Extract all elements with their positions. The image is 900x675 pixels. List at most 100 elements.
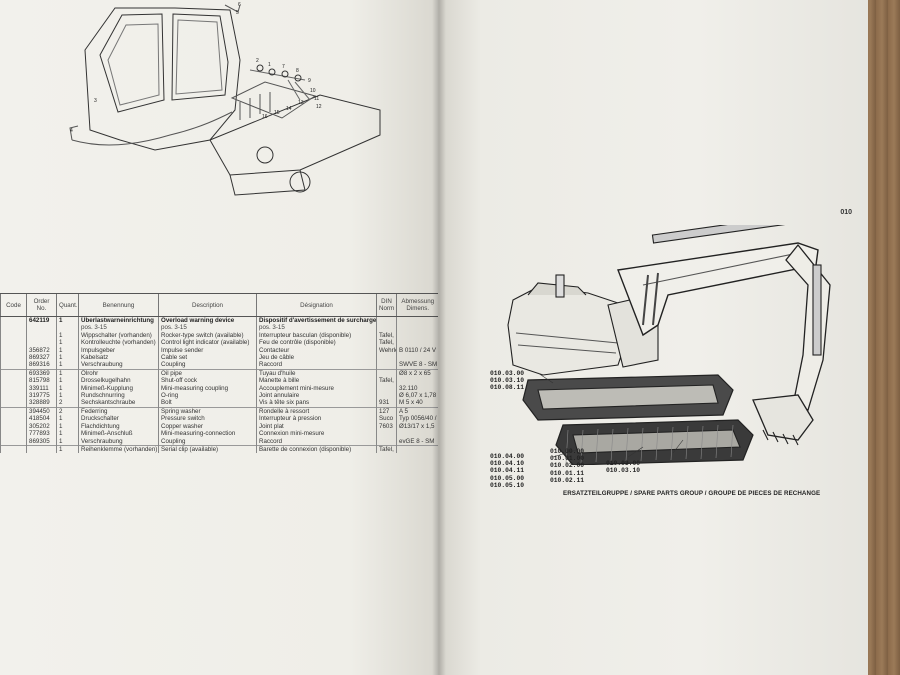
group-codes-top: 010.03.00 010.03.10 010.08.11 <box>490 370 524 392</box>
cell-code <box>0 346 27 355</box>
left-page: 6 5 4 3 2 1 7 8 9 10 11 12 13 14 15 16 C… <box>0 0 438 675</box>
cell-en: Coupling <box>158 437 257 446</box>
cell-code <box>0 444 27 454</box>
cell-din: 127 <box>376 406 397 416</box>
cell-order: 394450 <box>26 406 57 416</box>
group-code: 010.03.10 <box>606 467 641 475</box>
cell-en: Rocker-type switch (available) <box>158 331 257 340</box>
callout-label: 4 <box>70 128 73 134</box>
header-abmessung: Abmessung Dimens. <box>396 293 438 317</box>
cell-order: 339111 <box>26 384 57 393</box>
parts-table: Code Order No. Quant. Benennung Descript… <box>0 293 438 454</box>
group-codes-col3: 010.03.00 010.03.10 <box>606 460 640 474</box>
cell-qty <box>56 324 79 332</box>
cell-en: Serial clip (available) <box>158 444 257 454</box>
cell-qty: 1 <box>56 392 79 400</box>
cell-de: Reihenklemme (vorhanden) <box>78 444 159 454</box>
cell-fr: Dispositif d'avertissement de surcharge <box>256 316 377 325</box>
group-code: 010.00.00 <box>550 448 585 455</box>
group-code: 010.02.00 <box>550 462 585 470</box>
cell-din: 7603 <box>376 422 397 431</box>
cell-qty: 2 <box>56 399 79 408</box>
cell-code <box>0 430 27 438</box>
header-designation: Désignation <box>256 293 377 317</box>
cell-qty: 1 <box>56 437 79 446</box>
cell-din <box>376 361 397 370</box>
group-codes-col1: 010.04.00 010.04.10 010.04.11 010.05.00 … <box>490 453 524 489</box>
right-page: 010 <box>438 0 868 675</box>
cell-order: 642119 <box>26 316 57 325</box>
cell-din <box>376 316 397 325</box>
callout-label: 2 <box>256 58 259 64</box>
cell-en: Impulse sender <box>158 346 257 355</box>
group-code: 010.04.11 <box>490 467 525 475</box>
cell-din: Tafel, Figure, Planche 000.05.01 <box>376 331 397 340</box>
cell-fr: Joint annulaire <box>256 392 377 400</box>
cell-order <box>26 324 57 332</box>
callout-label: 14 <box>286 106 292 112</box>
cell-en: Spring washer <box>158 406 257 416</box>
cell-code <box>0 324 27 332</box>
cell-dim: Ø 6,07 x 1,78 <box>396 392 438 400</box>
group-code: 010.01.11 <box>550 469 585 477</box>
cell-din <box>376 437 397 446</box>
cell-qty: 1 <box>56 331 79 340</box>
callout-label: 10 <box>310 88 316 94</box>
cell-en: Shut-off cock <box>158 377 257 385</box>
callout-label: 7 <box>282 64 285 70</box>
cell-order: 815798 <box>26 377 57 385</box>
cell-dim <box>396 430 438 438</box>
spare-parts-group-title: ERSATZTEILGRUPPE / SPARE PARTS GROUP / G… <box>563 490 821 497</box>
cell-order: 328889 <box>26 399 57 408</box>
cell-dim: SWVE 8 - SM <box>396 361 438 370</box>
cell-din: Tafel, Figure, Planche 000.05.01 <box>376 444 397 454</box>
callout-label: 3 <box>94 98 97 104</box>
cell-order: 305202 <box>26 422 57 431</box>
group-code: 010.02.11 <box>550 476 585 484</box>
cell-de: Drosselkugelhahn <box>78 377 159 385</box>
group-code: 010.08.11 <box>490 384 525 392</box>
cell-dim <box>396 339 438 347</box>
cell-dim: 32.110 <box>396 384 438 393</box>
table-header-row: Code Order No. Quant. Benennung Descript… <box>0 293 438 317</box>
cell-de: Ölrohr <box>78 368 159 378</box>
cell-code <box>0 415 27 423</box>
cell-qty: 1 <box>56 384 79 393</box>
cell-qty: 1 <box>56 444 79 454</box>
cell-qty: 1 <box>56 316 79 325</box>
cell-code <box>0 437 27 446</box>
cell-dim: A 5 <box>396 406 438 416</box>
group-code: 010.01.00 <box>550 455 585 463</box>
cell-order <box>26 339 57 347</box>
cell-de: Verschraubung <box>78 437 159 446</box>
callout-label: 9 <box>308 78 311 84</box>
header-code: Code <box>0 293 27 317</box>
header-quant: Quant. <box>56 293 79 317</box>
cell-de: pos. 3-15 <box>78 324 159 332</box>
cell-en: Control light indicator (available) <box>158 339 257 347</box>
cell-code <box>0 354 27 362</box>
cell-fr: Jeu de câble <box>256 354 377 362</box>
group-code: 010.04.00 <box>490 453 525 460</box>
cell-din <box>376 392 397 400</box>
cell-code <box>0 339 27 347</box>
cell-code <box>0 316 27 325</box>
cell-qty: 1 <box>56 368 79 378</box>
group-code: 010.03.00 <box>606 460 641 467</box>
group-code: 010.05.00 <box>490 474 525 482</box>
cell-code <box>0 361 27 370</box>
cell-en: Mini-measuring coupling <box>158 384 257 393</box>
header-din: DIN Norm <box>376 293 397 317</box>
cell-dim <box>396 316 438 325</box>
cell-en: Oil pipe <box>158 368 257 378</box>
cell-code <box>0 399 27 408</box>
cell-de: Minimeß-Kupplung <box>78 384 159 393</box>
cell-order <box>26 331 57 340</box>
cell-fr: Barette de connexion (disponible) <box>256 444 377 454</box>
cell-din: 931 <box>376 399 397 408</box>
cell-qty: 1 <box>56 361 79 370</box>
